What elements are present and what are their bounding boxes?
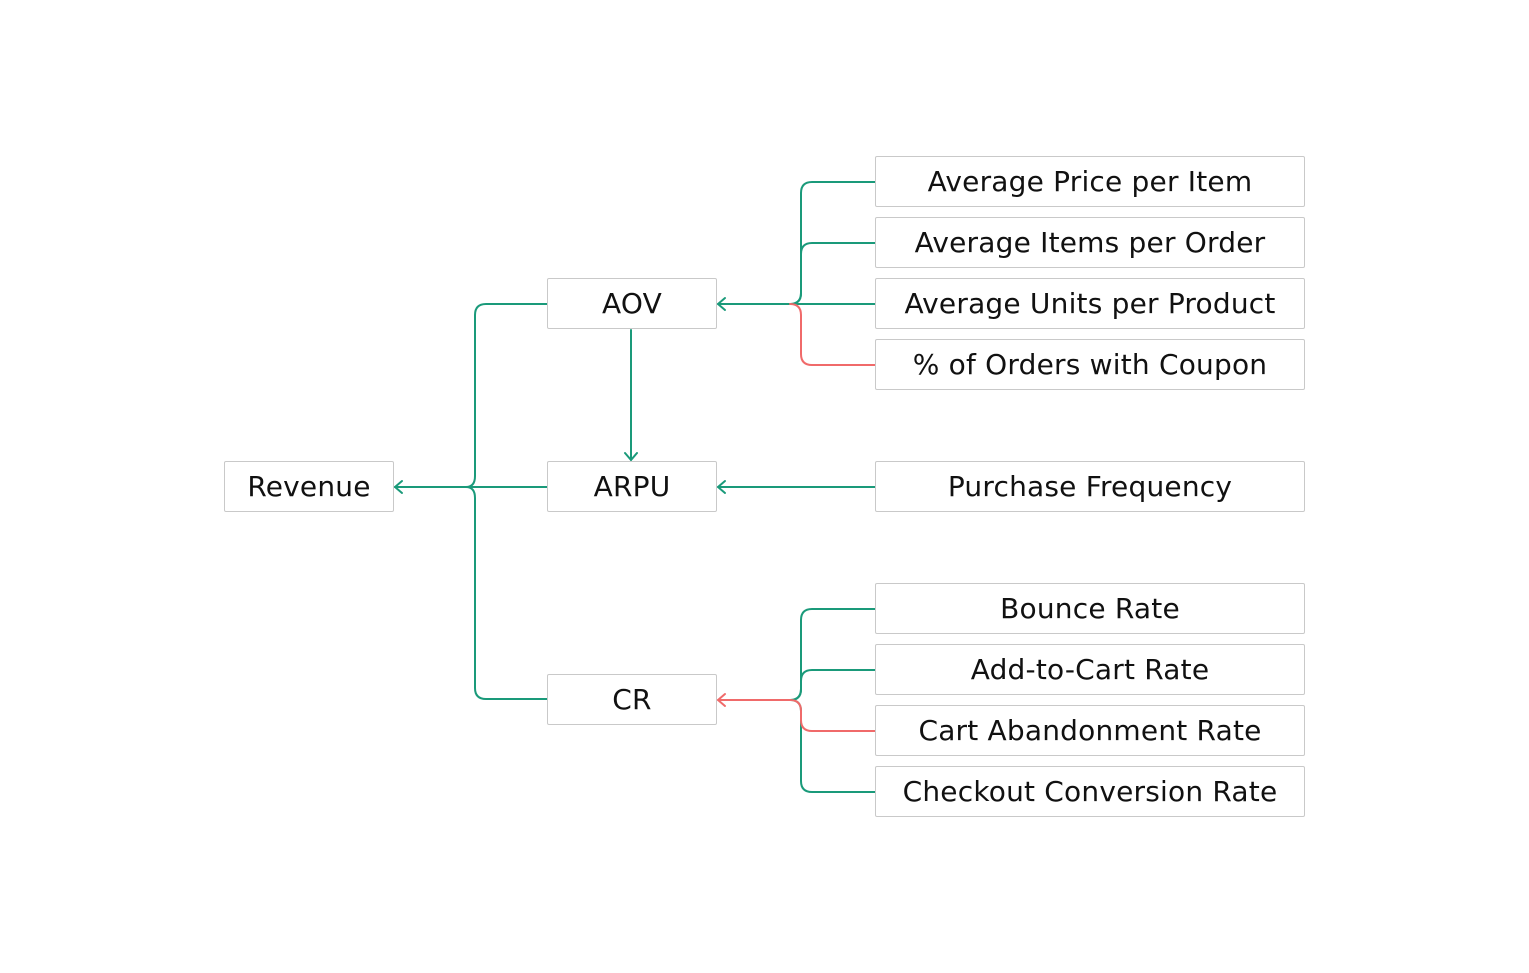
arrowhead-aov xyxy=(717,297,726,311)
arrowhead-arpu-top xyxy=(624,452,638,461)
node-aov: AOV xyxy=(547,278,717,329)
node-average-items-per-order: Average Items per Order xyxy=(875,217,1305,268)
edge-items-to-aov xyxy=(789,242,876,305)
edge-coupon-to-aov xyxy=(789,303,876,366)
node-cart-abandonment-rate: Cart Abandonment Rate xyxy=(875,705,1305,756)
node-average-price-per-item: Average Price per Item xyxy=(875,156,1305,207)
arrowhead-arpu xyxy=(717,480,726,494)
node-average-units-per-product: Average Units per Product xyxy=(875,278,1305,329)
node-checkout-conversion-rate: Checkout Conversion Rate xyxy=(875,766,1305,817)
node-orders-with-coupon: % of Orders with Coupon xyxy=(875,339,1305,390)
arrowhead-revenue xyxy=(394,480,403,494)
node-bounce-rate: Bounce Rate xyxy=(875,583,1305,634)
arrowhead-cr xyxy=(717,693,726,707)
edge-checkout-to-cr xyxy=(789,699,876,793)
node-cr: CR xyxy=(547,674,717,725)
node-arpu: ARPU xyxy=(547,461,717,512)
edge-bounce-to-cr xyxy=(789,608,876,701)
edge-aov-to-revenue xyxy=(394,303,548,488)
node-purchase-frequency: Purchase Frequency xyxy=(875,461,1305,512)
edge-abandon-to-cr xyxy=(717,699,876,732)
node-add-to-cart-rate: Add-to-Cart Rate xyxy=(875,644,1305,695)
edge-atc-to-cr xyxy=(789,669,876,701)
node-revenue: Revenue xyxy=(224,461,394,512)
edge-cr-to-revenue xyxy=(465,486,548,700)
